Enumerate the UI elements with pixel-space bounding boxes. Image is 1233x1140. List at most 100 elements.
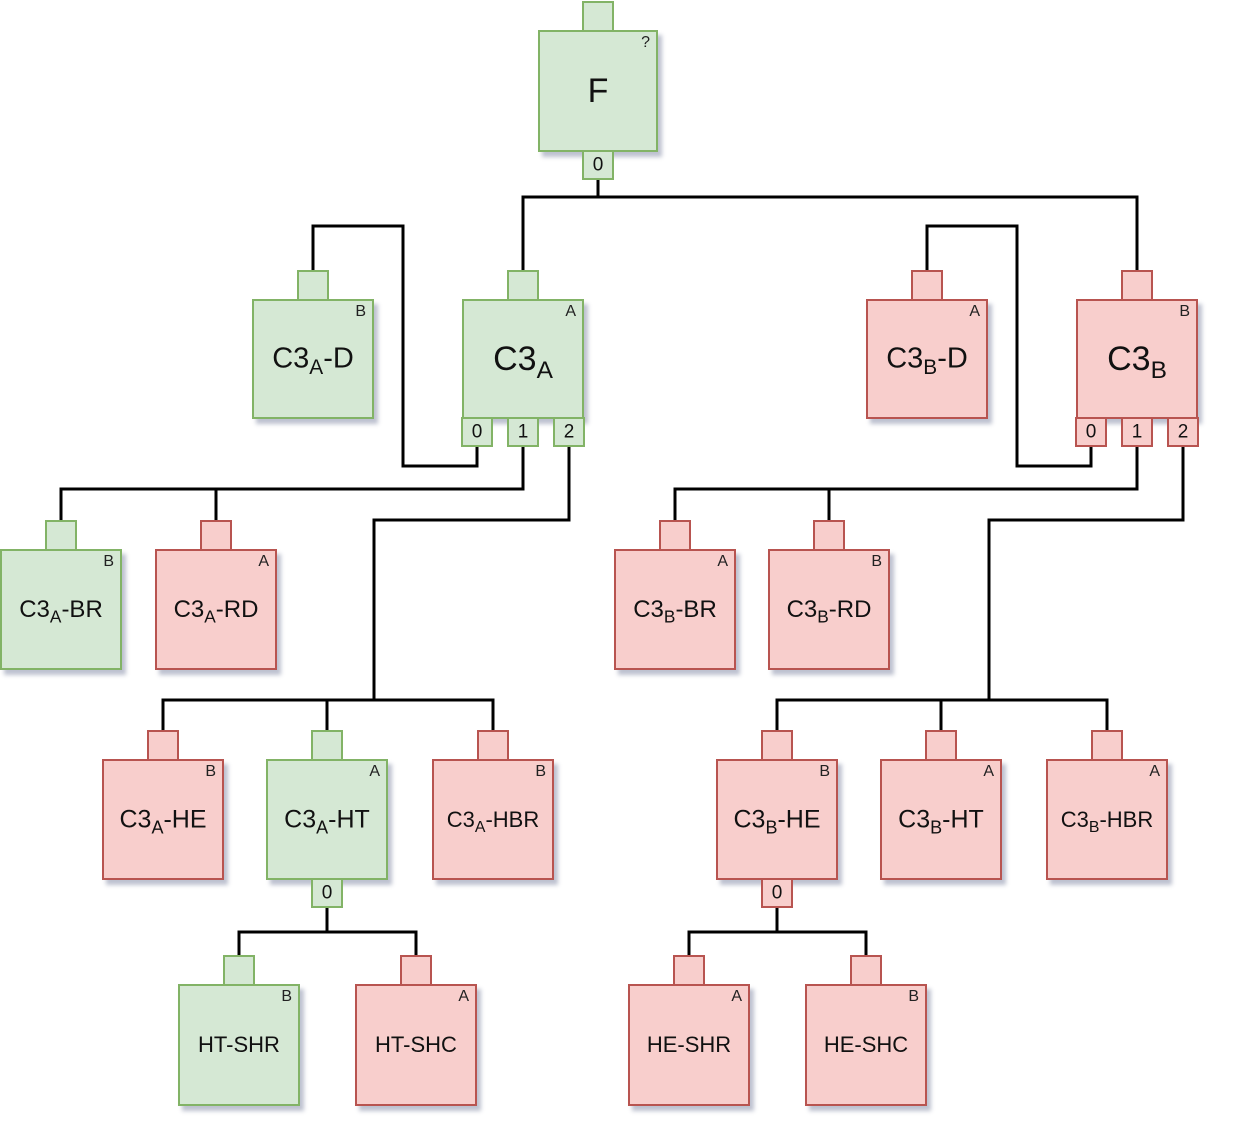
input-port-c3b-rd[interactable]	[813, 520, 845, 551]
output-port-c3b-2[interactable]: 2	[1167, 417, 1199, 447]
input-port-c3a-he[interactable]	[147, 730, 179, 761]
node-label-suffix: -HBR	[1099, 806, 1154, 832]
input-port-c3b[interactable]	[1121, 270, 1153, 301]
node-badge: A	[1149, 763, 1160, 780]
node-badge: ?	[641, 34, 650, 51]
node-label: C3A-RD	[157, 597, 275, 625]
input-port-he-shr[interactable]	[673, 955, 705, 986]
output-port-c3a-2[interactable]: 2	[553, 417, 585, 447]
wire-c3a-ht-0-ht-shc	[325, 908, 418, 955]
node-label-main: C3	[1107, 340, 1151, 378]
node-label-subscript: B	[930, 816, 943, 837]
node-label-subscript: A	[536, 356, 553, 384]
node-label-suffix: -HE	[163, 805, 207, 833]
node-label-main: HT-SHR	[198, 1032, 280, 1057]
node-badge: B	[819, 763, 830, 780]
output-port-label: 0	[471, 421, 483, 443]
node-label-main: C3	[272, 342, 310, 375]
wire-c3b-he-0-he-shc	[775, 908, 868, 955]
output-port-c3a-ht-0[interactable]: 0	[311, 878, 343, 908]
input-port-c3b-d[interactable]	[911, 270, 943, 301]
wire-f-0-c3b	[596, 180, 1139, 270]
input-port-ht-shr[interactable]	[223, 955, 255, 986]
input-port-c3a-rd[interactable]	[200, 520, 232, 551]
output-port-c3b-he-0[interactable]: 0	[761, 878, 793, 908]
input-port-c3b-he[interactable]	[761, 730, 793, 761]
node-label-main: C3	[733, 805, 766, 833]
wire-c3b-1-c3b-br	[673, 447, 1139, 520]
node-label-main: C3	[493, 340, 537, 378]
node-label: HT-SHC	[357, 1034, 475, 1056]
output-port-c3a-1[interactable]: 1	[507, 417, 539, 447]
input-port-c3a-d[interactable]	[297, 270, 329, 301]
node-label-subscript: B	[663, 606, 676, 627]
node-label-main: C3	[119, 805, 152, 833]
node-label-suffix: -D	[323, 342, 354, 375]
node-c3a-hbr[interactable]: C3A-HBR B	[432, 759, 554, 880]
node-label: C3A	[464, 340, 582, 383]
output-port-c3b-0[interactable]: 0	[1075, 417, 1107, 447]
node-label-main: C3	[786, 595, 818, 623]
node-label-subscript: A	[49, 606, 62, 627]
input-port-ht-shc[interactable]	[400, 955, 432, 986]
node-badge: A	[969, 303, 980, 320]
node-badge: B	[535, 763, 546, 780]
output-port-f-0[interactable]: 0	[582, 150, 614, 180]
input-port-c3a-ht[interactable]	[311, 730, 343, 761]
node-c3b-he[interactable]: C3B-HE B	[716, 759, 838, 880]
node-label: C3B-HE	[718, 805, 836, 836]
node-label-main: C3	[19, 595, 50, 623]
node-label: C3B-BR	[616, 597, 734, 625]
input-port-c3b-br[interactable]	[659, 520, 691, 551]
output-port-label: 0	[1085, 421, 1097, 443]
node-label: C3A-BR	[2, 595, 120, 625]
output-port-label: 0	[771, 882, 783, 904]
wire-c3b-he-0-he-shr	[687, 908, 779, 955]
node-label-main: C3	[886, 342, 924, 375]
wire-c3a-0-c3a-d	[311, 224, 479, 468]
node-label-subscript: A	[309, 356, 324, 380]
input-port-c3a-hbr[interactable]	[477, 730, 509, 761]
input-port-c3b-hbr[interactable]	[1091, 730, 1123, 761]
input-port-c3a[interactable]	[507, 270, 539, 301]
node-label: HE-SHR	[630, 1034, 748, 1056]
node-c3a-d[interactable]: C3A-D B	[252, 299, 374, 419]
wire-c3a-1-c3a-rd	[214, 447, 525, 520]
output-port-c3b-1[interactable]: 1	[1121, 417, 1153, 447]
node-label-subscript: A	[474, 818, 486, 836]
node-ht-shr[interactable]: HT-SHR B	[178, 984, 300, 1106]
node-label: F	[540, 74, 656, 108]
node-label-main: C3	[284, 805, 317, 833]
node-badge: B	[281, 988, 292, 1005]
node-badge: B	[205, 763, 216, 780]
node-f[interactable]: F?	[538, 30, 658, 152]
input-port-c3a-br[interactable]	[45, 520, 77, 551]
node-label-main: C3	[446, 806, 475, 832]
node-label-suffix: -HBR	[485, 806, 540, 832]
output-port-c3a-0[interactable]: 0	[461, 417, 493, 447]
input-port-f[interactable]	[582, 1, 614, 32]
node-label-suffix: -BR	[61, 595, 103, 623]
input-port-he-shc[interactable]	[850, 955, 882, 986]
node-badge: B	[355, 303, 366, 320]
node-label-main: C3	[898, 805, 931, 833]
wire-c3a-1-c3a-br	[59, 447, 525, 520]
node-label-subscript: A	[316, 816, 329, 837]
node-label-suffix: -HT	[942, 805, 984, 833]
input-port-c3b-ht[interactable]	[925, 730, 957, 761]
